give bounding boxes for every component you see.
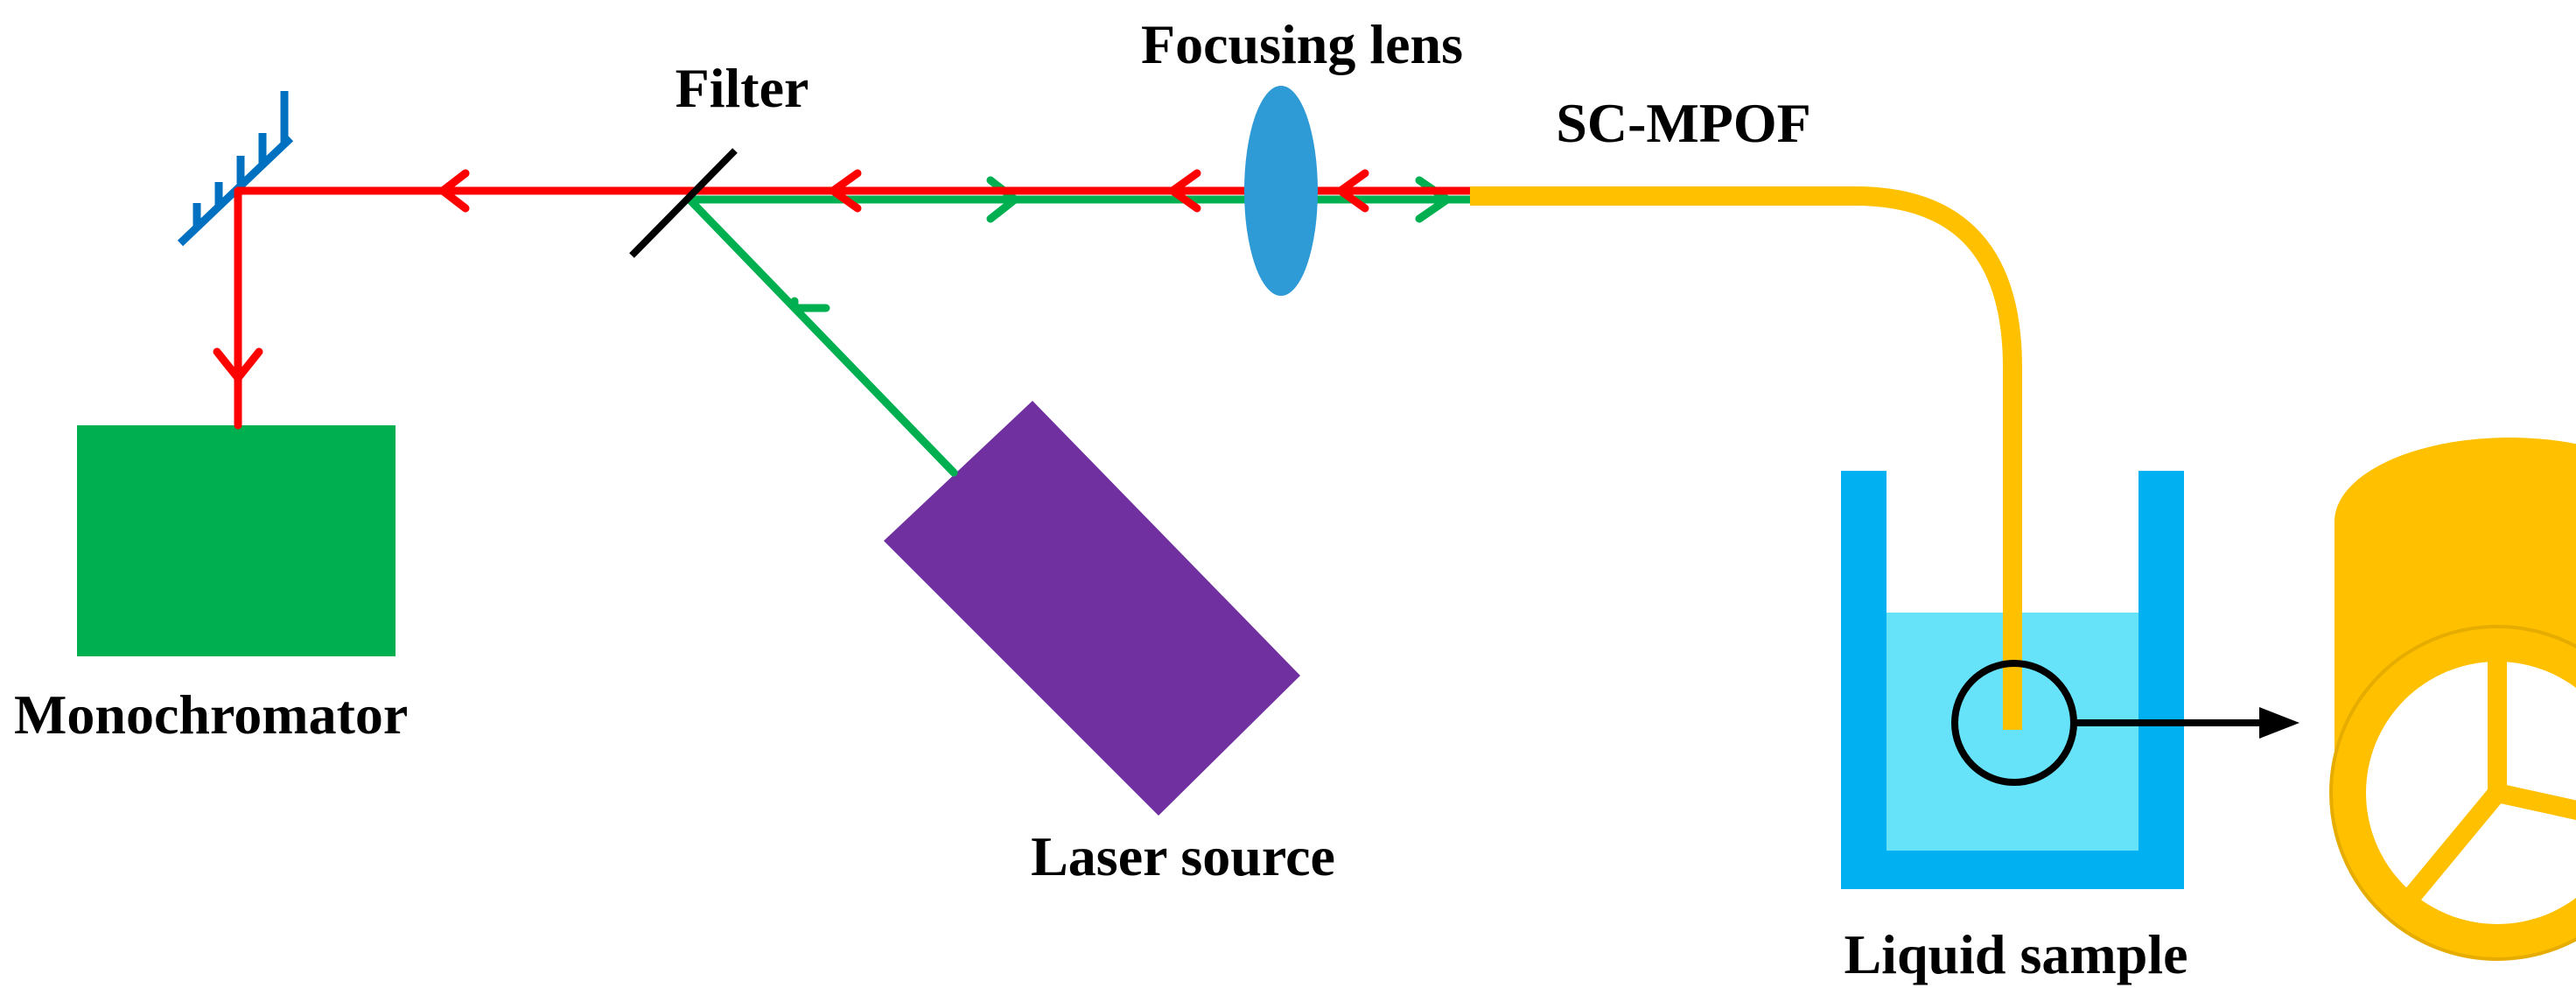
magnification-arrowhead (2259, 707, 2300, 739)
fiber-cross-section (2329, 438, 2576, 961)
excitation-beam (685, 176, 1474, 477)
filter-label: Filter (676, 57, 809, 119)
fiber-label: SC-MPOF (1556, 92, 1811, 154)
fiber-core (2366, 662, 2576, 924)
filter-element (629, 148, 738, 258)
laser-source-label: Laser source (1031, 825, 1335, 887)
fiber (1470, 186, 2022, 730)
monochromator-box (77, 425, 396, 656)
laser-source-box (884, 401, 1300, 816)
focusing-lens (1244, 86, 1318, 296)
fiber-struts (2405, 662, 2576, 901)
monochromator-label: Monochromator (14, 683, 408, 746)
container-walls (1841, 471, 2184, 889)
liquid-sample-label: Liquid sample (1844, 923, 2188, 985)
focusing-lens-label: Focusing lens (1141, 13, 1463, 75)
liquid-container (1841, 471, 2184, 889)
